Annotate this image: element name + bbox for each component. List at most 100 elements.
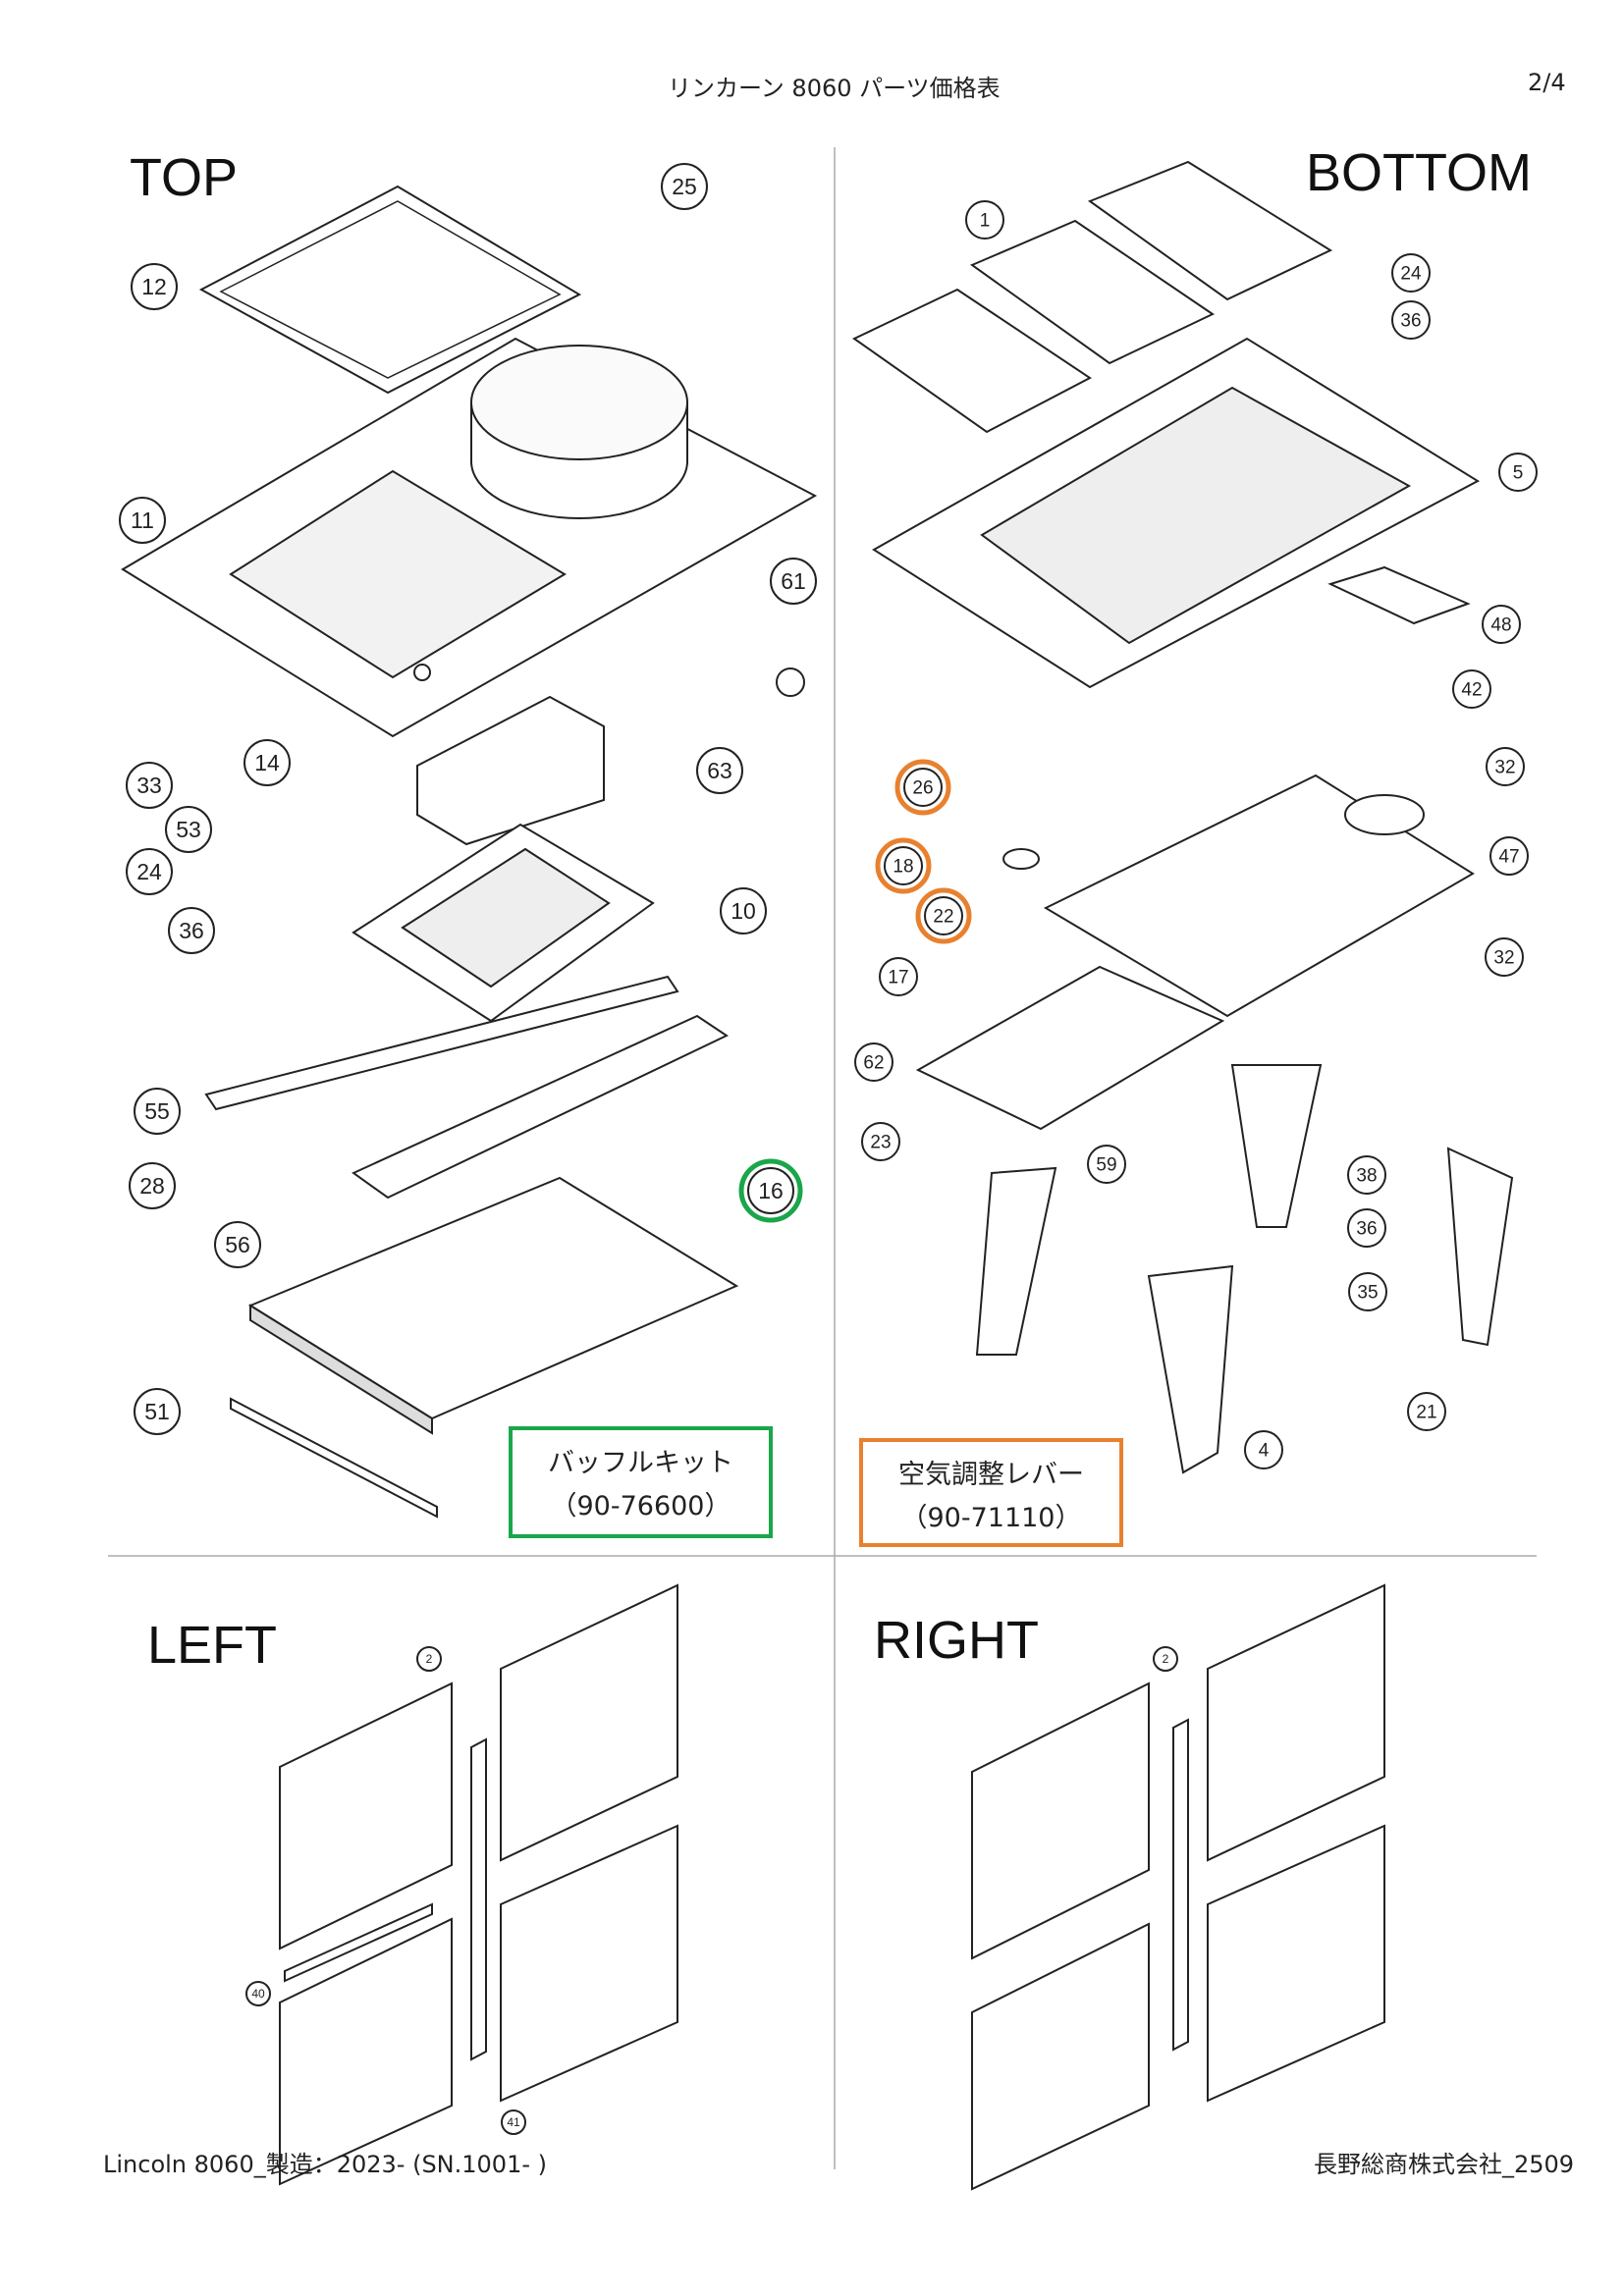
- part-label-circle-top-33: [126, 762, 173, 809]
- part-label-circle-top-61: [770, 558, 817, 605]
- part-label-bottom-48: 48: [1490, 615, 1511, 636]
- part-label-circle-bottom-24: [1391, 253, 1431, 293]
- part-label-top-53: 53: [176, 817, 201, 842]
- part-label-bottom-4: 4: [1259, 1441, 1270, 1462]
- part-label-top-28: 28: [139, 1173, 165, 1199]
- part-label-circle-top-24: [126, 848, 173, 895]
- air-lever-name: 空気調整レバー: [898, 1460, 1084, 1490]
- part-label-circle-top-12: [131, 263, 178, 310]
- part-label-top-24: 24: [136, 859, 162, 884]
- highlight-ring-16: [738, 1158, 803, 1223]
- leg-front: [1147, 1264, 1234, 1474]
- part-label-top-56: 56: [225, 1232, 250, 1257]
- part-label-top-25: 25: [672, 174, 697, 199]
- part-label-bottom-59: 59: [1096, 1155, 1116, 1176]
- part-label-circle-left-41: [501, 2109, 526, 2135]
- part-label-bottom-36: 36: [1400, 311, 1421, 332]
- part-label-bottom-1: 1: [980, 211, 991, 232]
- part-label-circle-top-16: [747, 1167, 794, 1214]
- part-label-circle-bottom-4: [1244, 1430, 1283, 1469]
- bracket-55: [204, 975, 679, 1111]
- part-label-top-63: 63: [707, 758, 732, 783]
- plate-48: [1327, 565, 1471, 625]
- part-label-circle-top-55: [134, 1088, 181, 1135]
- part-label-circle-bottom-32: [1485, 937, 1524, 977]
- part-label-bottom-21: 21: [1416, 1403, 1436, 1423]
- part-label-top-14: 14: [254, 750, 280, 775]
- part-label-circle-bottom-35: [1348, 1272, 1387, 1311]
- right-drawings: [971, 1583, 1385, 2191]
- part-label-circle-bottom-38: [1347, 1155, 1386, 1195]
- leg-left: [975, 1166, 1057, 1356]
- part-label-circle-bottom-59: [1087, 1145, 1126, 1184]
- part-label-bottom-17: 17: [888, 968, 908, 988]
- footer-company: 長野総商株式会社_2509: [1314, 2151, 1575, 2178]
- part-label-top-10: 10: [731, 898, 756, 924]
- part-label-left-40: 40: [251, 1987, 265, 2001]
- part-label-circle-left-2: [416, 1646, 442, 1672]
- strip-41: [470, 1737, 487, 2061]
- part-label-circle-right-2: [1153, 1646, 1178, 1672]
- part-label-bottom-32: 32: [1494, 758, 1515, 778]
- part-label-bottom-32: 32: [1493, 948, 1514, 969]
- part-label-circle-bottom-42: [1452, 669, 1491, 709]
- part-label-top-61: 61: [781, 568, 806, 594]
- part-label-top-11: 11: [131, 507, 154, 533]
- baffle-board: [247, 1176, 739, 1420]
- part-label-circle-bottom-5: [1498, 453, 1538, 492]
- baffle-kit-code: （90-76600）: [550, 1491, 731, 1522]
- page-title: リンカーン 8060 パーツ価格表: [668, 75, 1001, 102]
- part-label-circle-bottom-36: [1391, 300, 1431, 340]
- part-label-top-16: 16: [758, 1178, 784, 1203]
- part-label-circle-top-10: [720, 887, 767, 934]
- part-label-top-12: 12: [141, 274, 167, 299]
- left-drawings: [279, 1583, 678, 2186]
- highlight-ring-22: [915, 887, 972, 944]
- part-label-circle-bottom-48: [1482, 605, 1521, 644]
- part-label-top-51: 51: [144, 1399, 170, 1424]
- baffle-kit-name: バッフルキット: [548, 1448, 733, 1478]
- part-label-bottom-62: 62: [863, 1053, 884, 1074]
- bottom-drawings: [852, 160, 1514, 1474]
- part-label-circle-bottom-26: [903, 768, 943, 807]
- top-lid-plate: [198, 185, 582, 395]
- part-label-circle-top-28: [129, 1162, 176, 1209]
- air-knob: [1002, 848, 1040, 870]
- brick-mid: [969, 219, 1216, 365]
- part-label-circle-bottom-23: [861, 1122, 900, 1161]
- top-drawings: [121, 185, 818, 1519]
- part-label-circle-bottom-36: [1347, 1208, 1386, 1248]
- part-label-circle-bottom-62: [854, 1042, 893, 1082]
- quadrant-title-right: RIGHT: [874, 1611, 1039, 1670]
- part-label-bottom-47: 47: [1498, 847, 1519, 868]
- part-label-circle-top-63: [696, 747, 743, 794]
- part-label-circle-bottom-32: [1486, 747, 1525, 786]
- part-label-bottom-35: 35: [1357, 1283, 1378, 1304]
- part-label-circle-bottom-22: [924, 896, 963, 935]
- ash-box: [416, 695, 605, 846]
- part-label-circle-top-36: [168, 907, 215, 954]
- baffle-bracket-51: [230, 1397, 438, 1519]
- baffle-kit-callout: バッフルキット （90-76600）: [511, 1428, 771, 1536]
- leg-back: [1230, 1064, 1323, 1228]
- strip-40: [284, 1902, 433, 1983]
- plate-47: [1043, 774, 1475, 1018]
- part-label-bottom-26: 26: [912, 778, 933, 799]
- quadrant-title-left: LEFT: [147, 1616, 278, 1675]
- quadrant-title-top: TOP: [130, 148, 239, 207]
- air-lever-code: （90-71110）: [900, 1503, 1082, 1533]
- part-number-labels: 2512116163143353243610552856165112436548…: [119, 163, 1538, 2135]
- part-label-top-36: 36: [179, 918, 204, 943]
- footer-model: Lincoln 8060_製造：2023- (SN.1001- ): [103, 2151, 547, 2178]
- leg-right: [1446, 1147, 1514, 1347]
- plate-17: [915, 965, 1225, 1131]
- part-label-circle-top-14: [244, 739, 291, 786]
- part-label-bottom-24: 24: [1400, 264, 1422, 285]
- part-label-circle-bottom-17: [879, 957, 918, 996]
- part-label-bottom-23: 23: [870, 1133, 891, 1153]
- quadrant-dividers: [108, 147, 1537, 2169]
- bracket-56: [352, 1014, 730, 1200]
- part-label-circle-top-51: [134, 1388, 181, 1435]
- part-label-circle-top-56: [214, 1221, 261, 1268]
